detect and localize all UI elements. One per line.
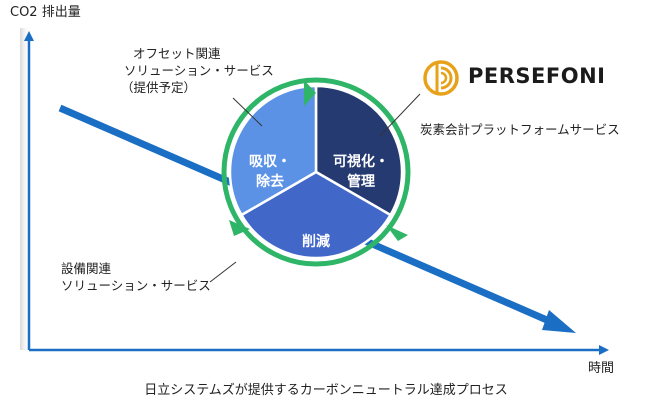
diagram-caption: 日立システムズが提供するカーボンニュートラル達成プロセス — [144, 383, 508, 398]
leader-offset — [232, 97, 263, 127]
y-axis-label: CO2 排出量 — [10, 5, 81, 20]
label-platform: 炭素会計プラットフォームサービス — [420, 122, 620, 137]
segment-reduce-label: 削減 — [302, 234, 330, 250]
label-equipment-line2: ソリューション・サービス — [61, 278, 211, 293]
reduction-trend-arrowhead — [542, 310, 576, 333]
segment-visualize-label: 可視化・ 管理 — [328, 152, 394, 192]
y-axis-shadow — [20, 28, 30, 350]
segment-visualize-line2: 管理 — [347, 174, 375, 190]
leader-platform — [379, 93, 421, 137]
label-equipment-line1: 設備関連 — [61, 261, 112, 276]
cycle-ring — [221, 77, 411, 267]
persefoni-logo-icon — [423, 60, 459, 96]
brand-name: PERSEFONI — [468, 64, 606, 88]
x-axis-label: 時間 — [588, 361, 615, 376]
cycle-arrowhead-left — [229, 220, 250, 236]
leader-equipment — [209, 261, 237, 283]
label-offset-line2: ソリューション・サービス — [124, 63, 274, 78]
segment-visualize-line1: 可視化・ — [333, 154, 389, 170]
cycle-arrowhead-right — [386, 225, 408, 241]
segment-absorb-label: 吸収・ 除去 — [244, 152, 296, 192]
segment-absorb-line1: 吸収・ — [249, 154, 291, 170]
label-offset-line3: （提供予定） — [121, 80, 197, 95]
segment-absorb-line2: 除去 — [256, 174, 284, 190]
cycle-arrowhead-top — [304, 80, 316, 106]
segment-absorb — [228, 84, 318, 217]
segment-visualize — [314, 84, 404, 217]
label-offset-line1: オフセット関連 — [133, 46, 221, 61]
